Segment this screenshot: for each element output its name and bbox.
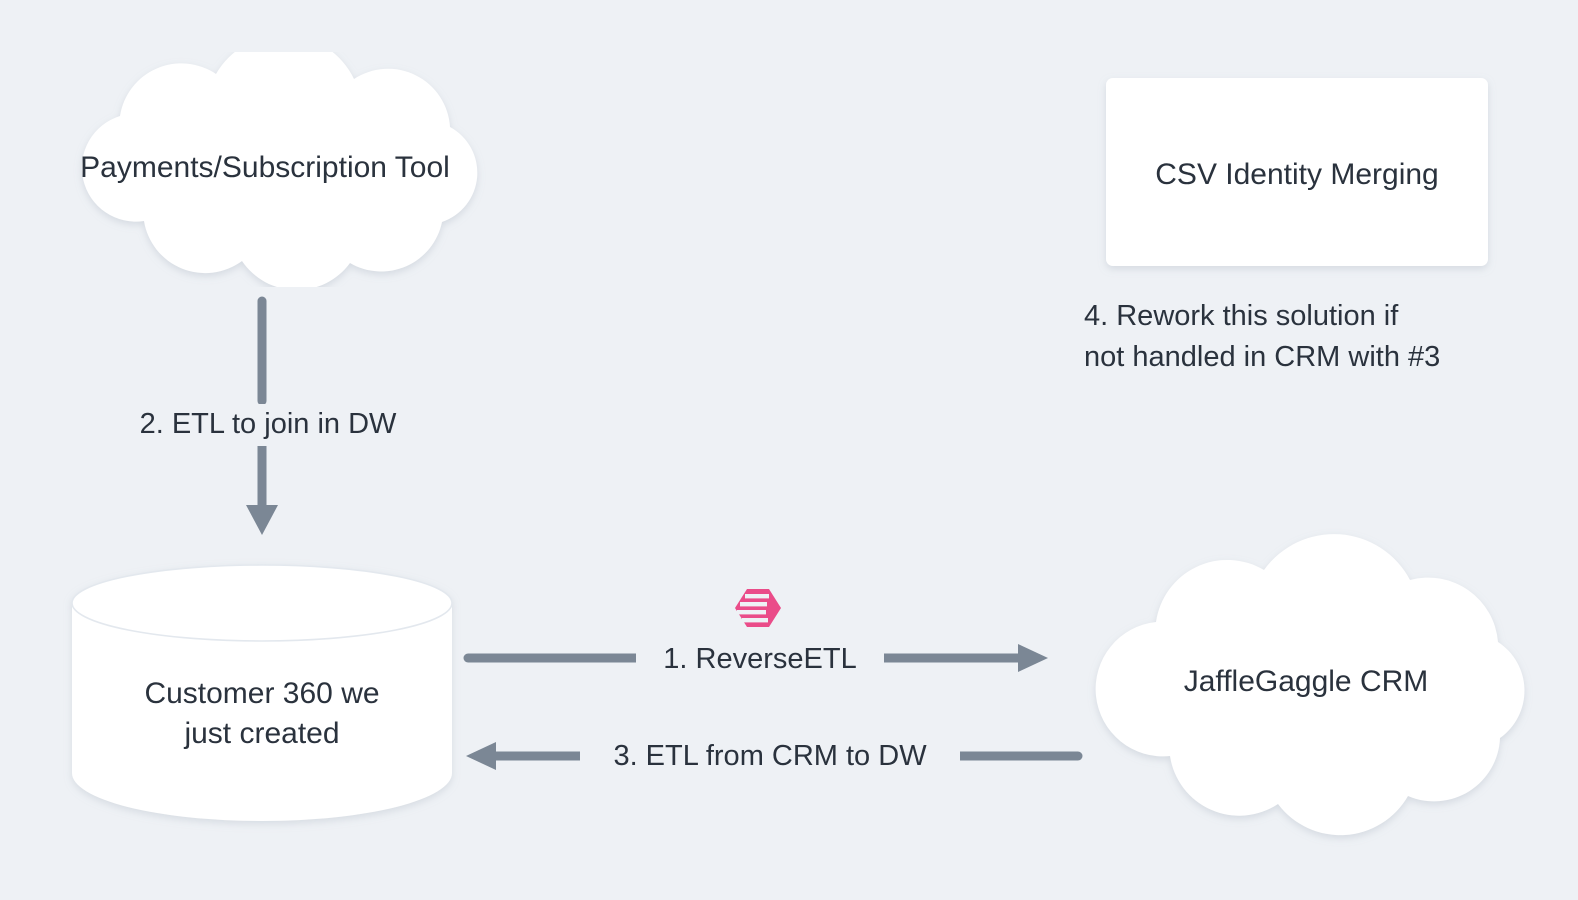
edge-reverse-etl-arrow bbox=[463, 644, 1048, 672]
note-rework-solution: 4. Rework this solution if not handled i… bbox=[1084, 300, 1441, 374]
rectangle-shape-csv-identity bbox=[1106, 78, 1488, 266]
edge-label-etl-from-crm: 3. ETL from CRM to DW bbox=[580, 736, 960, 778]
edge-etl-join-arrow bbox=[246, 296, 278, 535]
edge-label-etl-join: 2. ETL to join in DW bbox=[108, 404, 428, 446]
cloud-shape-jafflegaggle bbox=[1095, 534, 1525, 836]
cloud-shape-payments bbox=[81, 52, 478, 287]
edge-etl-from-crm-arrow bbox=[466, 742, 1083, 770]
dbt-logo-icon bbox=[735, 589, 781, 627]
edge-label-reverse-etl: 1. ReverseETL bbox=[636, 639, 884, 681]
cylinder-shape-customer360 bbox=[71, 564, 453, 821]
